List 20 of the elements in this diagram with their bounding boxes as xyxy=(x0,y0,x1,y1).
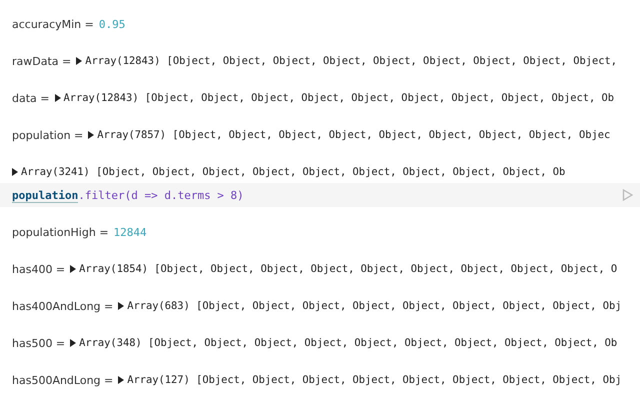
variable-name: has500 = xyxy=(12,336,66,350)
array-value: Array(12843) [Object, Object, Object, Object, Object, Object, Object, Object, Object, xyxy=(85,55,617,67)
variable-name: data = xyxy=(12,92,50,104)
array-value: Array(348) [Object, Object, Object, Object, Object, Object, Object, Object, Object, Ob xyxy=(79,337,618,349)
array-value: Array(12843) [Object, Object, Object, Object, Object, Object, Object, Object, Object, Ob xyxy=(64,92,614,104)
array-value: Array(683) [Object, Object, Object, Object, Object, Object, Object, Object, Obj xyxy=(127,300,622,312)
array-value: Array(1854) [Object, Object, Object, Object, Object, Object, Object, Object, Object, O xyxy=(79,263,618,275)
array-value: Array(127) [Object, Object, Object, Object, Object, Object, Object, Object, Obj xyxy=(127,374,622,386)
array-value: Array(3241) [Object, Object, Object, Object, Object, Object, Object, Object, Object, Ob xyxy=(21,166,566,178)
variable-name: population = xyxy=(12,128,84,142)
variable-name: populationHigh = xyxy=(12,226,109,238)
number-value: 0.95 xyxy=(98,18,126,30)
variable-name: has400AndLong = xyxy=(12,300,114,312)
variable-name: has400 = xyxy=(12,262,66,276)
variable-name: has500AndLong = xyxy=(12,374,114,386)
variable-name: accuracyMin = xyxy=(12,18,94,30)
number-value: 12844 xyxy=(114,226,147,238)
variable-name: rawData = xyxy=(12,54,72,68)
code-line: population.filter(d => d.terms > 8) xyxy=(12,188,244,202)
array-value: Array(7857) [Object, Object, Object, Object, Object, Object, Object, Object, Objec xyxy=(97,129,610,141)
